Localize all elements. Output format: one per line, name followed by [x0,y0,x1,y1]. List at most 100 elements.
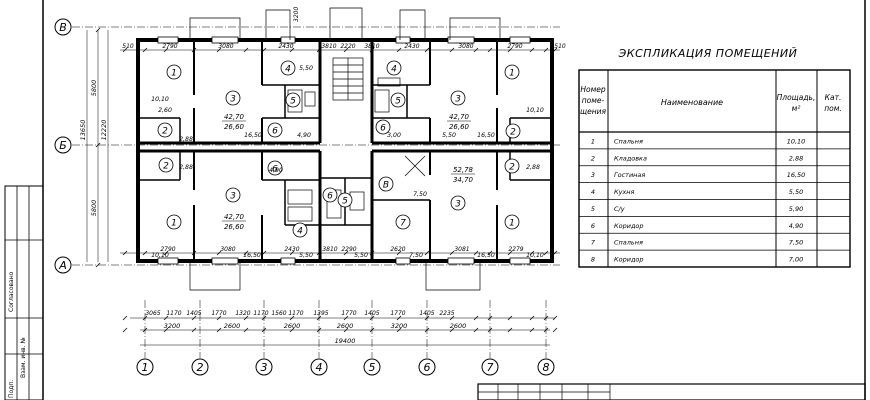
row-number: 5 [591,205,595,213]
bottom-dimension-value: 2600 [224,322,241,330]
axis-col-label: 3 [261,361,268,374]
stamp-label-2: Взам. инв. № [20,337,27,378]
bottom-dimension-value: 2235 [439,310,454,317]
axis-row-a: А [58,259,67,272]
room-area-text: 16,50 [477,252,495,259]
mid-dimension-value: 2620 [390,246,405,253]
row-name: Гостиная [614,171,645,179]
bottom-dimension-value: 2600 [284,322,301,330]
row-name: Кухня [614,188,635,196]
column-axis-markers [136,358,555,376]
room-marker [166,64,182,80]
room-marker [292,222,308,238]
explication-title: ЭКСПЛИКАЦИЯ ПОМЕЩЕНИЙ [618,47,798,60]
room-area-text: 16,50 [243,252,261,259]
bottom-dimension-value: 1170 [288,310,303,317]
room-area-text: 3,00 [387,132,401,139]
apartment-living-area: 26,60 [449,123,470,131]
bottom-dimension-value: 1170 [253,310,268,317]
room-label: 5 [395,97,401,107]
header-cat-2: пом. [824,104,842,113]
room-label: 3 [455,200,461,210]
row-name: Спальня [614,239,643,247]
mid-dimension-value: 3081 [454,246,469,253]
building-walls [136,38,554,263]
room-marker [450,90,466,106]
room-area-text: 5,50 [354,252,368,259]
axis-col-label: 5 [369,361,376,374]
room-marker [267,122,283,138]
row-area: 5,50 [789,188,803,196]
top-dimension-value: 2430 [278,43,293,50]
bottom-dimension-value: 1170 [166,310,181,317]
room-marker [158,157,174,173]
room-area-text: 2,88 [179,164,193,171]
room-marker [390,92,406,108]
bottom-dimension-value: 2600 [337,322,354,330]
room-label: 7 [400,219,406,229]
room-label: 2 [509,163,515,173]
row-number: 3 [591,171,595,179]
room-area-text: 2,60 [158,107,172,114]
room-label: 6 [272,127,278,137]
axis-col-label: 4 [316,361,323,374]
row-name: Коридор [614,222,644,230]
top-dimension-value: 2430 [404,43,419,50]
header-num-1: Номер [580,85,606,94]
room-marker [157,122,173,138]
room-area-text: 4,90 [269,167,283,174]
row-name: Спальня [614,137,643,145]
room-area-text: 10,10 [526,252,544,259]
room-marker [378,176,394,192]
header-num-3: щения [580,107,606,116]
bottom-dimension-value: 1770 [211,310,226,317]
axis-col-label: 7 [487,361,494,374]
row-number: 8 [591,256,595,264]
room-area-text: 4,90 [297,132,311,139]
room-label: 3 [230,95,236,105]
apartment-living-area: 26,60 [224,123,245,131]
room-marker [375,119,391,135]
bottom-dimension-value: 1770 [390,310,405,317]
room-label: 4 [297,227,303,237]
bottom-dimension-value: 1320 [235,310,250,317]
header-num-2: поме- [582,96,605,105]
room-area-text: 7,50 [409,252,423,259]
dimension-lines [86,30,560,346]
balconies [189,7,501,291]
bottom-dimension-value: 3200 [164,322,181,330]
room-label: 3 [455,95,461,105]
axis-col-label: 2 [197,361,204,374]
left-dimension-value: 5800 [90,80,98,97]
axis-col-label: 1 [142,361,149,374]
apartment-total-area: 42,70 [449,113,470,121]
room-label: 1 [509,69,515,79]
room-label: 6 [380,124,386,134]
left-dimension-value: 5800 [90,200,98,217]
room-marker [280,60,296,76]
room-marker [386,60,402,76]
room-label: 6 [272,165,278,175]
bottom-dimension-value: 1560 [271,310,286,317]
header-cat-1: Кат. [825,93,842,102]
bottom-dimension-value: 1405 [364,310,379,317]
apartment-total-area: 42,70 [224,213,245,221]
room-area-text: 2,88 [179,136,193,143]
left-dimension-value: 12220 [100,120,108,141]
top-vertical-dimension: 3200 [293,7,300,22]
bottom-dimension-value: 1405 [419,310,434,317]
room-marker [225,90,241,106]
room-area-text: 5,50 [442,132,456,139]
top-dimension-value: 510 [122,43,134,50]
axis-row-b: Б [59,139,67,152]
row-name: Коридор [614,256,644,264]
axis-col-label: 6 [424,361,431,374]
row-number: 4 [591,188,595,196]
